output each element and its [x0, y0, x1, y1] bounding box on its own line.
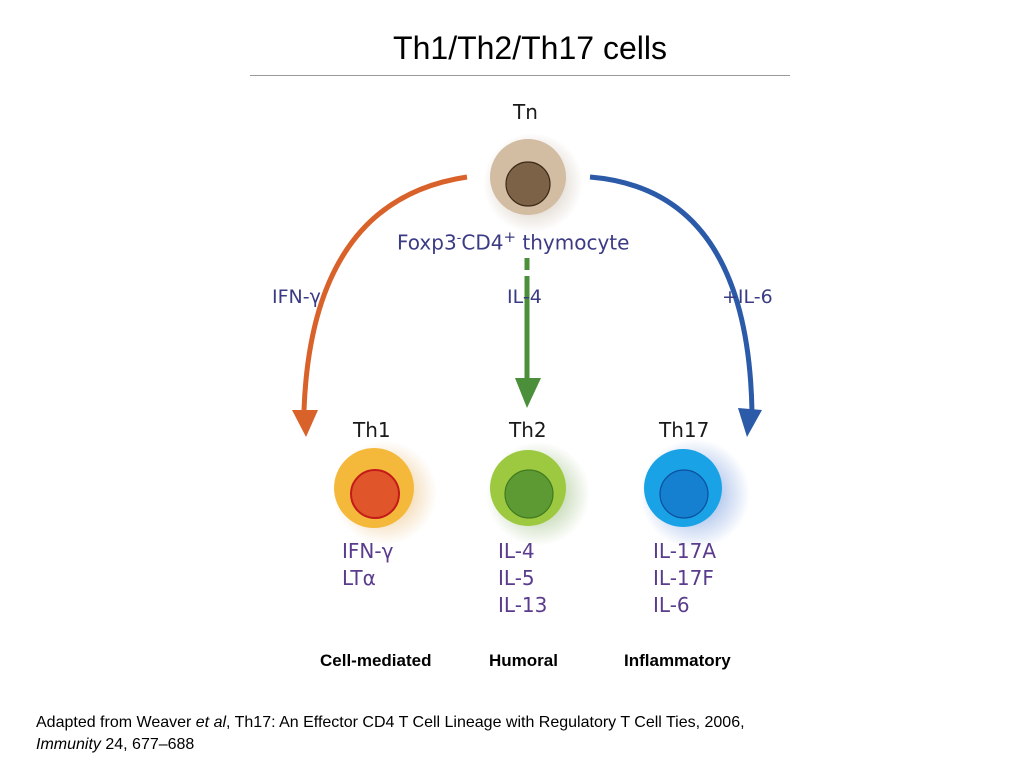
citation-line-2: Immunity 24, 677–688: [36, 736, 195, 753]
th1-pathway-arrow: [301, 174, 468, 411]
th2-label: Th2: [509, 418, 547, 442]
th2-arrowhead: [515, 378, 541, 408]
slide-title: Th1/Th2/Th17 cells: [393, 30, 667, 66]
th17-cell: [640, 439, 750, 549]
tn-cell: [483, 133, 583, 233]
th17-function-label: Inflammatory: [624, 651, 731, 670]
differentiation-diagram: Tn Foxp3-CD4+ thymocyte IFN-γ IL-4 +IL-6…: [250, 80, 790, 680]
th1-signal-label: IFN-γ: [272, 286, 321, 308]
th1-arrowhead: [292, 410, 318, 437]
th17-signal-label: +IL-6: [722, 286, 773, 308]
citation: Adapted from Weaver et al, Th17: An Effe…: [36, 712, 745, 756]
th2-product: IL-13: [498, 593, 548, 617]
th17-label: Th17: [659, 418, 710, 442]
precursor-label: Foxp3-CD4+ thymocyte: [397, 228, 630, 255]
th1-product: LTα: [342, 566, 376, 590]
th17-products: IL-17A IL-17F IL-6: [653, 538, 716, 619]
th17-product: IL-17F: [653, 566, 714, 590]
th17-product: IL-6: [653, 593, 690, 617]
th2-product: IL-4: [498, 539, 535, 563]
th17-arrowhead: [738, 408, 762, 437]
th1-label: Th1: [353, 418, 391, 442]
th1-products: IFN-γ LTα: [342, 538, 393, 592]
title-divider: [250, 75, 790, 76]
th17-pathway-arrow: [589, 174, 755, 413]
th2-cell: [486, 442, 590, 546]
diagram-graphics: [292, 133, 762, 549]
th1-cell: [333, 441, 437, 545]
th2-function-label: Humoral: [489, 651, 558, 670]
th1-function-label: Cell-mediated: [320, 651, 432, 670]
th2-signal-label: IL-4: [507, 286, 542, 308]
th17-product: IL-17A: [653, 539, 717, 563]
th1-product: IFN-γ: [342, 539, 394, 563]
citation-line-1: Adapted from Weaver et al, Th17: An Effe…: [36, 714, 745, 731]
th2-product: IL-5: [498, 566, 535, 590]
th2-products: IL-4 IL-5 IL-13: [498, 538, 547, 619]
tn-label: Tn: [513, 100, 538, 124]
